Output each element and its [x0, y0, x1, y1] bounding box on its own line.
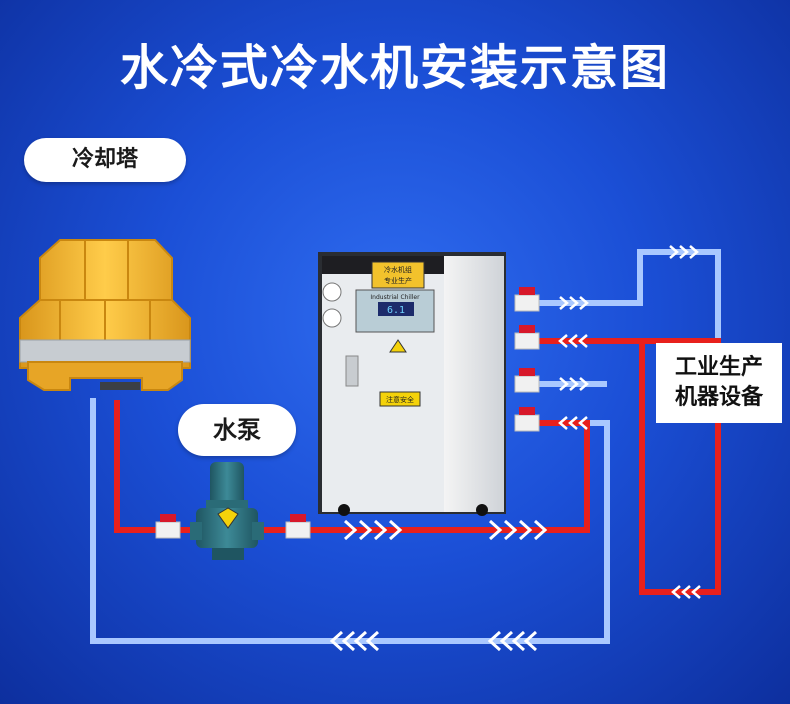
flow-arrow-right-icon [579, 296, 589, 310]
flow-arrow-left-icon [365, 630, 380, 652]
flow-arrow-right-icon [569, 377, 579, 391]
hot-return-pipe-equipment [528, 338, 721, 595]
cooling-tower-label: 冷却塔 [24, 138, 186, 182]
flow-arrow-right-icon [343, 519, 358, 541]
flow-arrow-right-icon [518, 519, 533, 541]
valve-icon [514, 325, 540, 350]
pump-label: 水泵 [178, 404, 296, 456]
flow-arrows-cold-bottom [329, 630, 538, 652]
chiller-plate-text: 注意安全 [386, 395, 414, 404]
flow-arrow-left-icon [353, 630, 368, 652]
cold-supply-pipe-equipment [528, 249, 721, 343]
flow-arrow-left-icon [499, 630, 514, 652]
flow-arrow-left-icon [578, 334, 588, 348]
flow-arrow-right-icon [679, 245, 689, 259]
flow-arrow-left-icon [691, 585, 701, 599]
flow-arrow-left-icon [671, 585, 681, 599]
flow-arrow-right-icon [579, 377, 589, 391]
flow-arrow-left-icon [487, 630, 502, 652]
flow-arrow-right-icon [388, 519, 403, 541]
cooling-tower [19, 239, 191, 391]
valve-icon [514, 368, 540, 393]
chiller-display-value: 6.1 [387, 305, 405, 316]
flow-arrow-right-icon [689, 245, 699, 259]
flow-arrows-hot-bottom [343, 519, 548, 541]
page-title: 水冷式冷水机安装示意图 [119, 40, 670, 96]
flow-arrow-left-icon [578, 416, 588, 430]
flow-arrow-left-icon [681, 585, 691, 599]
flow-arrow-left-icon [329, 630, 344, 652]
industrial-equipment-box: 工业生产 机器设备 [656, 343, 782, 423]
flow-arrow-right-icon [669, 245, 679, 259]
flow-arrow-right-icon [533, 519, 548, 541]
flow-arrow-left-icon [568, 334, 578, 348]
valve-icon [285, 514, 311, 539]
flow-arrow-left-icon [558, 334, 568, 348]
equipment-label-line2: 机器设备 [674, 385, 763, 410]
valve-icon [514, 287, 540, 312]
flow-arrow-right-icon [488, 519, 503, 541]
flow-arrow-left-icon [523, 630, 538, 652]
flow-arrow-right-icon [373, 519, 388, 541]
water-chiller-unit: 冷水机组 专业生产 Industrial Chiller 6.1 注意安全 [318, 252, 506, 516]
flow-arrow-right-icon [358, 519, 373, 541]
hot-supply-pipe [114, 400, 590, 533]
valves [155, 287, 540, 539]
equipment-label-line1: 工业生产 [674, 355, 763, 380]
flow-arrow-left-icon [511, 630, 526, 652]
chiller-sticker-line1: 冷水机组 [384, 265, 412, 274]
chiller-panel-brand: Industrial Chiller [370, 294, 420, 301]
flow-arrow-left-icon [341, 630, 356, 652]
flow-arrow-right-icon [559, 296, 569, 310]
valve-icon [514, 407, 540, 432]
flow-arrow-right-icon [503, 519, 518, 541]
chiller-sticker-line2: 专业生产 [384, 276, 412, 285]
water-pump [190, 462, 264, 560]
flow-arrow-right-icon [559, 377, 569, 391]
flow-arrows-right-side [558, 245, 701, 599]
flow-arrow-right-icon [569, 296, 579, 310]
flow-arrow-left-icon [558, 416, 568, 430]
valve-icon [155, 514, 181, 539]
flow-arrow-left-icon [568, 416, 578, 430]
